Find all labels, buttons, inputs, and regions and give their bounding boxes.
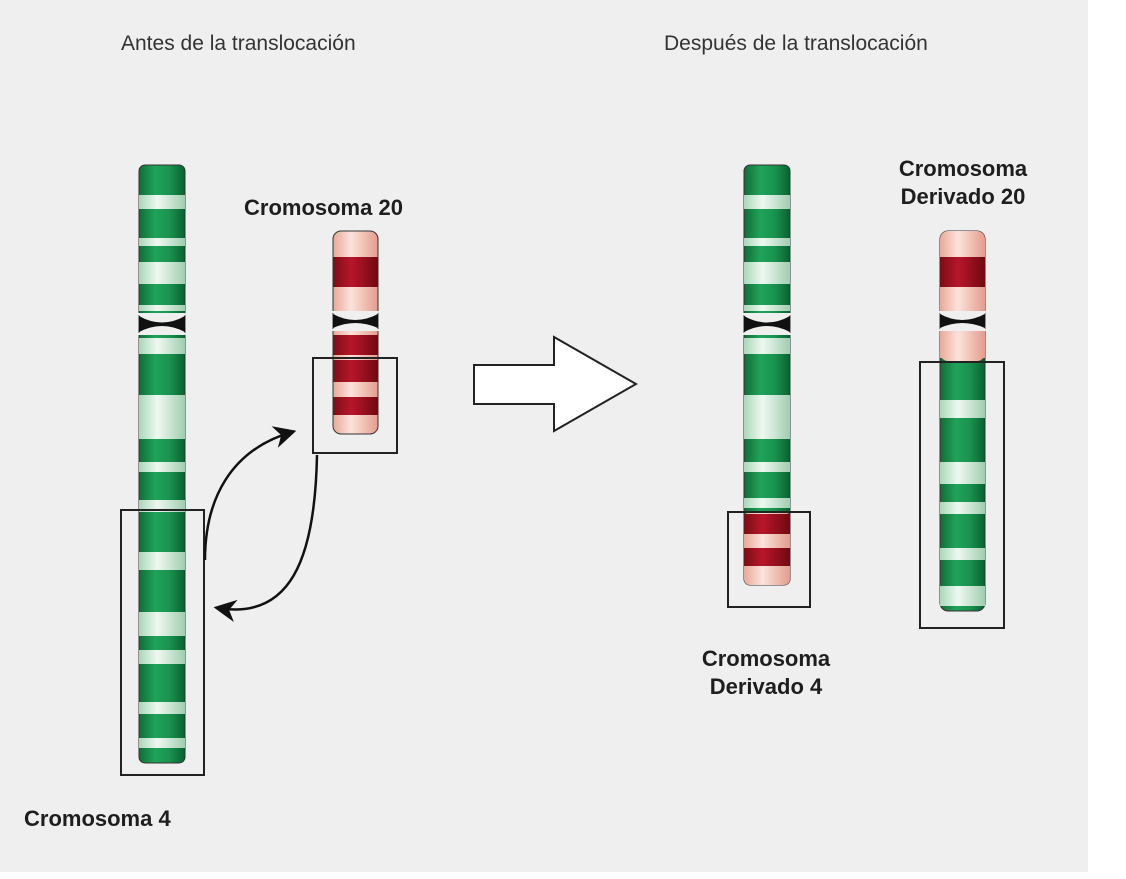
label-derivative-4-line2: Derivado 4: [709, 674, 823, 699]
header-before: Antes de la translocación: [121, 32, 356, 55]
label-derivative-4: Cromosoma Derivado 4: [666, 645, 866, 701]
label-chromosome-4: Cromosoma 4: [24, 806, 171, 831]
chromosome-4: [136, 164, 188, 764]
label-derivative-20: Cromosoma Derivado 20: [868, 155, 1058, 211]
label-derivative-4-line1: Cromosoma: [701, 646, 831, 671]
der20-segment-box: [919, 361, 1005, 629]
exchange-arrows-icon: [203, 426, 319, 623]
chromosome-20: [330, 230, 381, 435]
label-derivative-20-line1: Cromosoma: [898, 156, 1028, 181]
derivative-chromosome-4: [741, 164, 793, 586]
label-derivative-20-line2: Derivado 20: [900, 184, 1026, 209]
chr20-translocated-segment-box: [312, 357, 398, 454]
label-chromosome-20: Cromosoma 20: [244, 195, 403, 220]
derivative-chromosome-20: [937, 230, 988, 612]
der4-segment-box: [727, 511, 811, 608]
header-after: Después de la translocación: [664, 32, 928, 55]
transition-arrow-icon: [473, 335, 639, 433]
chr4-translocated-segment-box: [120, 509, 205, 776]
